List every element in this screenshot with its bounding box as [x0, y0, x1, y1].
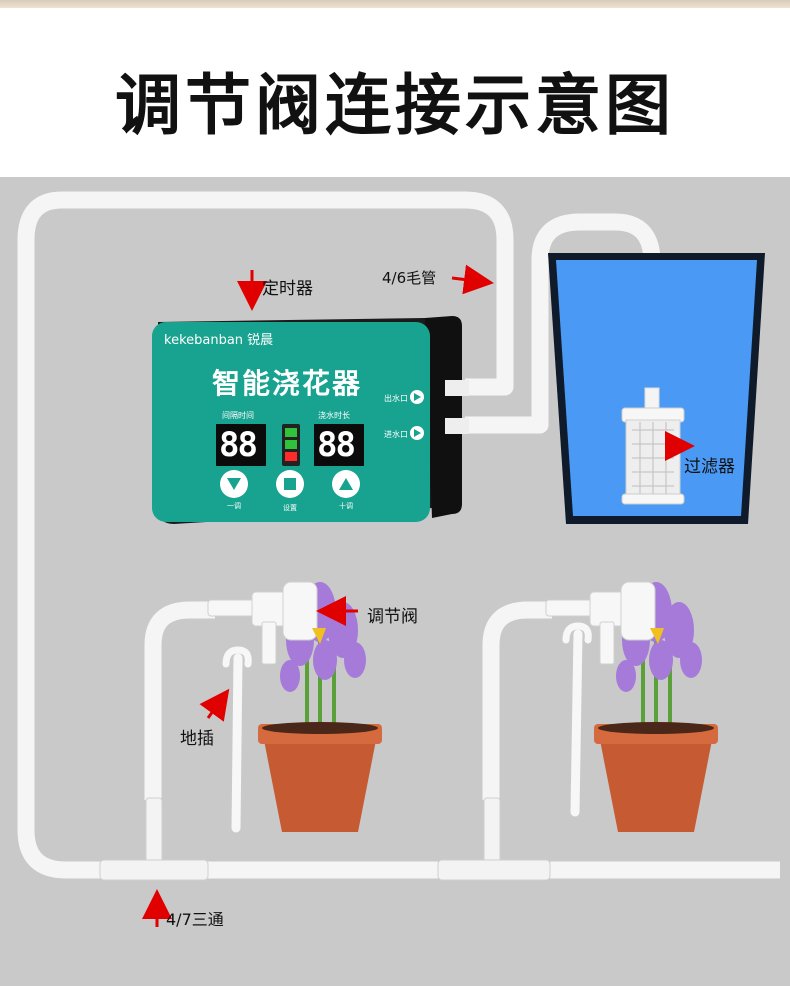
minus-button-label: 一调 — [227, 502, 241, 510]
ground-stake-2-icon — [562, 622, 592, 817]
watering-duration-label: 浇水时长 — [318, 411, 350, 420]
right-display: 88 — [317, 425, 356, 465]
top-wood-strip — [0, 0, 790, 8]
tee-label: 4/7三通 — [166, 910, 224, 929]
adjust-valve-1-icon — [207, 581, 326, 665]
flower-pot-2-icon — [594, 582, 718, 832]
set-button-label: 设置 — [283, 504, 297, 512]
branch-tube-1 — [144, 601, 215, 800]
valve-label: 调节阀 — [367, 607, 418, 627]
stake-label: 地插 — [180, 729, 214, 749]
tubing — [17, 191, 780, 879]
plus-button-label: 十调 — [339, 502, 353, 510]
branch-tube-2 — [482, 601, 552, 800]
outlet-label: 出水口 — [384, 394, 408, 403]
main-loop-tube — [17, 191, 514, 879]
page-title: 调节阀连接示意图 — [115, 67, 675, 144]
stake-arrow-icon — [199, 688, 230, 722]
inlet-label: 进水口 — [384, 430, 408, 439]
device-brand: kekebanban 锐晨 — [164, 333, 274, 348]
tee-connector-1-icon — [99, 797, 209, 881]
hose-label: 4/6毛管 — [382, 269, 437, 287]
hose-arrow-icon — [451, 264, 494, 295]
red-arrows — [142, 264, 695, 927]
filter-label: 过滤器 — [684, 457, 735, 477]
timer-device-icon — [152, 316, 469, 524]
adjust-valve-2-icon — [545, 581, 664, 665]
inlet-tube — [465, 213, 661, 434]
timer-label: 定时器 — [262, 279, 313, 299]
device-name: 智能浇花器 — [212, 367, 363, 400]
ground-stake-1-icon — [222, 646, 252, 833]
tee-connector-2-icon — [437, 797, 551, 881]
interval-time-label: 间隔时间 — [222, 411, 254, 420]
left-display: 88 — [219, 425, 258, 465]
